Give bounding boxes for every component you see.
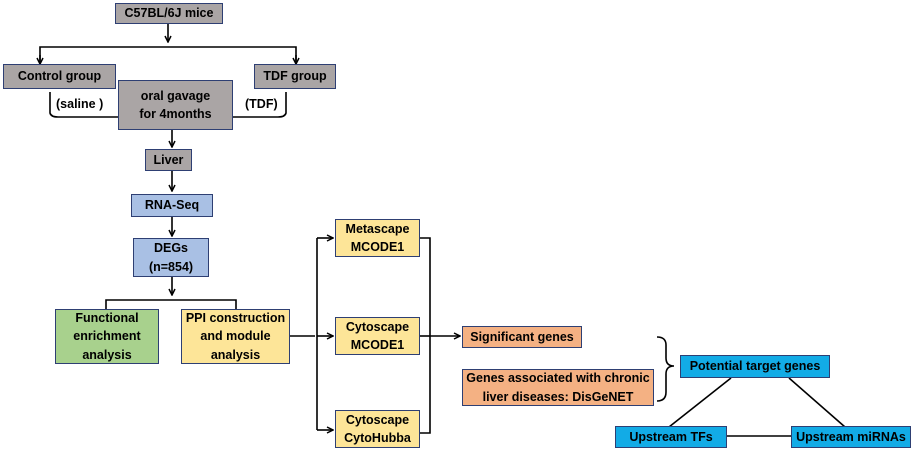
tdf-label: (TDF) xyxy=(245,97,278,111)
tdf-bracket xyxy=(233,92,287,118)
edge-potential-tfs xyxy=(668,377,732,428)
disgenet-genes-box: Genes associated with chronic liver dise… xyxy=(462,369,654,406)
split-bracket-analysis xyxy=(105,299,237,309)
potential-target-genes-box: Potential target genes xyxy=(680,355,830,378)
degs-box: DEGs (n=854) xyxy=(133,238,209,277)
ppi-construction-box: PPI construction and module analysis xyxy=(181,309,290,364)
upstream-tfs-box: Upstream TFs xyxy=(615,426,727,448)
metascape-mcode-box: Metascape MCODE1 xyxy=(335,219,420,257)
significant-genes-box: Significant genes xyxy=(462,326,582,348)
saline-label: (saline ) xyxy=(56,97,104,111)
rnaseq-box: RNA-Seq xyxy=(131,194,213,217)
liver-box: Liver xyxy=(145,149,192,171)
tdf-group-box: TDF group xyxy=(254,64,336,89)
control-group-box: Control group xyxy=(3,64,116,89)
curly-brace xyxy=(656,336,675,402)
upstream-mirnas-box: Upstream miRNAs xyxy=(791,426,911,448)
functional-enrichment-box: Functional enrichment analysis xyxy=(55,309,159,364)
cytoscape-mcode-box: Cytoscape MCODE1 xyxy=(335,317,420,355)
saline-bracket xyxy=(49,92,118,118)
cytohubba-box: Cytoscape CytoHubba xyxy=(335,410,420,448)
gavage-box: oral gavage for 4months xyxy=(118,80,233,130)
mice-box: C57BL/6J mice xyxy=(115,3,223,24)
split-bracket-groups xyxy=(39,46,297,64)
edge-potential-mirnas xyxy=(788,377,846,428)
